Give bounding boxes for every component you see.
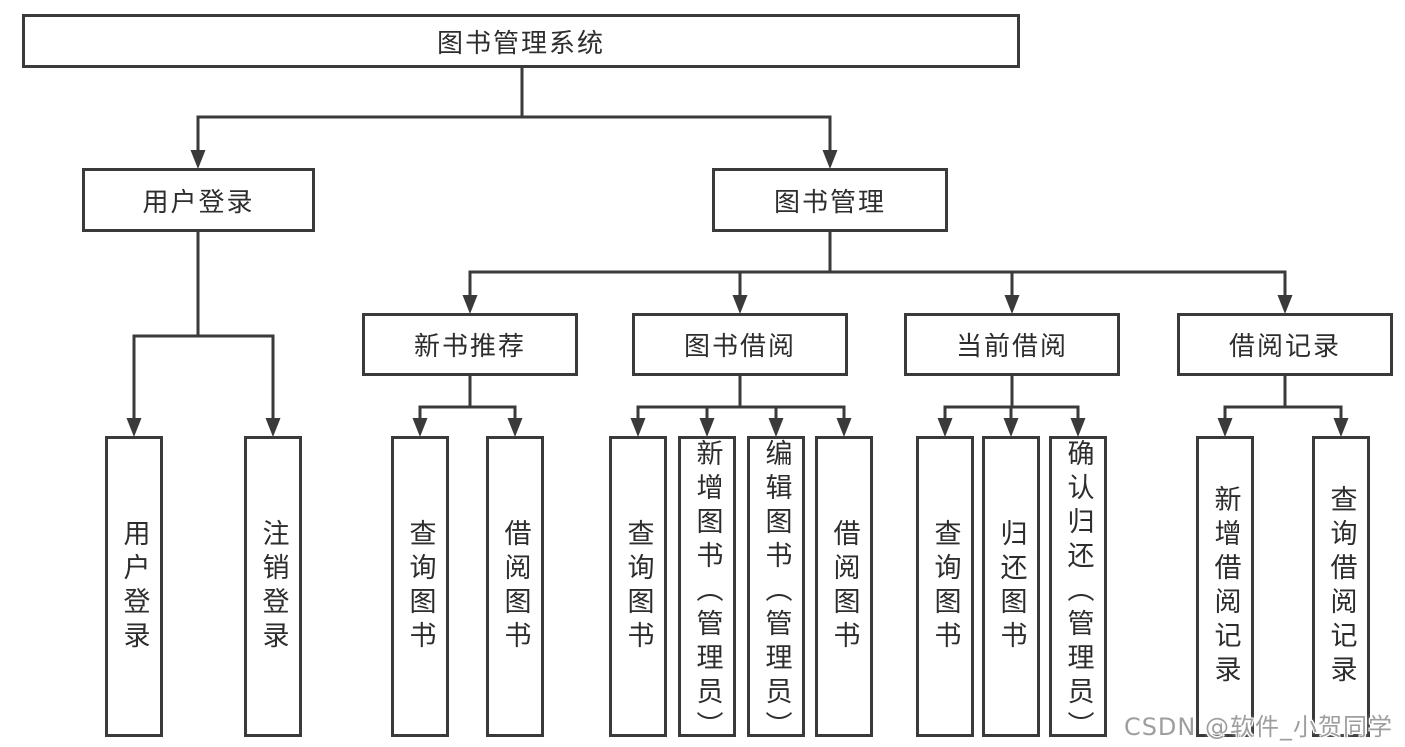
node-leaf-return-books-label: 归还图书 [995,518,1027,655]
node-leaf-query-borrow-record-label: 查询借阅记录 [1325,484,1357,689]
node-book-borrow: 图书借阅 [632,313,848,376]
arrow-leaf-2 [265,418,281,437]
node-root-label: 图书管理系统 [436,28,605,59]
node-leaf-query-books-recommend-label: 查询图书 [404,518,436,655]
node-leaf-edit-books-admin-label: 编辑图书（管理员） [760,439,792,745]
arrow-newbooks [462,295,478,314]
node-leaf-borrow-books: 借阅图书 [815,436,873,737]
node-leaf-add-borrow-record-label: 新增借阅记录 [1209,484,1241,689]
node-user-login: 用户登录 [82,168,315,232]
node-book-management: 图书管理 [712,168,948,232]
node-leaf-edit-books-admin: 编辑图书（管理员） [747,436,805,745]
node-book-borrow-label: 图书借阅 [683,332,796,362]
arrow-leaf-8 [836,418,852,437]
node-leaf-query-books-borrow-label: 查询图书 [622,518,654,655]
arrow-leaf-6 [699,418,715,437]
arrow-leaf-10 [1003,418,1019,437]
arrow-current [1004,295,1020,314]
node-new-book-recommend: 新书推荐 [362,313,578,376]
node-new-book-recommend-label: 新书推荐 [413,332,526,362]
arrow-leaf-11 [1070,418,1086,437]
connector-newbooks-branch [418,405,517,424]
connector-userlogin-branch [132,334,275,424]
arrow-leaf-9 [937,418,953,437]
node-book-management-label: 图书管理 [773,187,886,218]
arrow-records [1277,295,1293,314]
node-leaf-borrow-books-recommend: 借阅图书 [486,436,544,737]
arrow-leaf-7 [768,418,784,437]
node-leaf-query-books-recommend: 查询图书 [391,436,449,737]
node-leaf-user-login-label: 用户登录 [118,518,150,655]
node-leaf-add-books-admin-label: 新增图书（管理员） [691,439,723,745]
node-user-login-label: 用户登录 [142,187,255,218]
node-current-borrow-label: 当前借阅 [955,332,1068,362]
node-leaf-borrow-books-recommend-label: 借阅图书 [499,518,531,655]
node-leaf-query-books-current: 查询图书 [916,436,974,737]
arrow-leaf-3 [412,418,428,437]
node-leaf-query-books-current-label: 查询图书 [929,518,961,655]
node-current-borrow: 当前借阅 [904,313,1120,376]
node-root: 图书管理系统 [22,14,1020,68]
arrowheads [126,150,1349,437]
node-leaf-add-books-admin: 新增图书（管理员） [678,436,736,745]
arrow-borrow [732,295,748,314]
node-leaf-user-login: 用户登录 [105,436,163,737]
node-leaf-logout: 注销登录 [244,436,302,737]
node-leaf-query-borrow-record: 查询借阅记录 [1312,436,1370,737]
arrow-leaf-13 [1333,418,1349,437]
node-leaf-confirm-return-admin-label: 确认归还（管理员） [1062,439,1094,745]
watermark: CSDN @软件_小贺同学 [1123,713,1393,741]
node-leaf-logout-label: 注销登录 [257,518,289,655]
connector-records-branch [1223,405,1343,424]
node-leaf-query-books-borrow: 查询图书 [609,436,667,737]
node-leaf-borrow-books-label: 借阅图书 [828,518,860,655]
arrow-userlogin [190,150,206,169]
connector-borrow-branch [636,405,846,424]
connector-level3-branch [468,270,1287,302]
arrow-leaf-4 [507,418,523,437]
connector-level2-branch [196,115,832,157]
arrow-leaf-5 [630,418,646,437]
arrow-bookmgmt [822,150,838,169]
arrow-leaf-12 [1217,418,1233,437]
node-leaf-add-borrow-record: 新增借阅记录 [1196,436,1254,737]
node-borrow-records: 借阅记录 [1177,313,1393,376]
node-leaf-return-books: 归还图书 [982,436,1040,737]
node-borrow-records-label: 借阅记录 [1228,332,1341,362]
node-leaf-confirm-return-admin: 确认归还（管理员） [1049,436,1107,745]
arrow-leaf-1 [126,418,142,437]
